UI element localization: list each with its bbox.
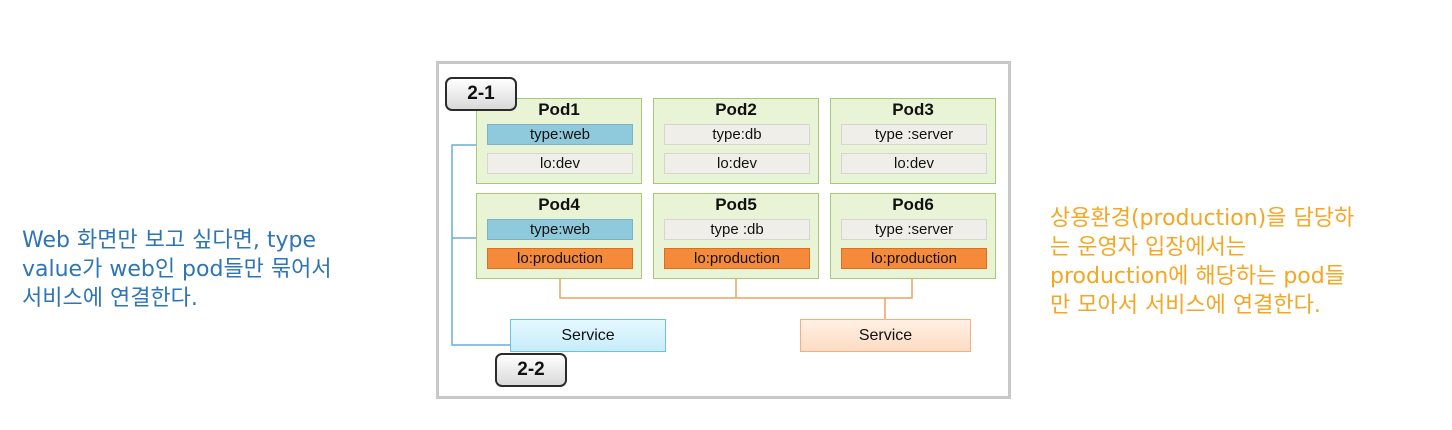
pod-title: Pod1 bbox=[538, 100, 580, 119]
label-lo: lo:dev bbox=[487, 153, 633, 174]
pod-title: Pod4 bbox=[538, 195, 580, 214]
label-type: type :server bbox=[841, 124, 987, 145]
production-service-box: Service bbox=[800, 319, 971, 352]
pod-title: Pod2 bbox=[715, 100, 757, 119]
pod-title: Pod3 bbox=[892, 100, 934, 119]
web-service-box: Service bbox=[510, 319, 666, 352]
label-lo: lo:production bbox=[664, 248, 810, 269]
right-caption: 상용환경(production)을 담당하 는 운영자 입장에서는 produc… bbox=[1050, 206, 1355, 318]
pod-title: Pod5 bbox=[715, 195, 757, 214]
label-type: type:web bbox=[487, 124, 633, 145]
label-lo: lo:production bbox=[841, 248, 987, 269]
label-type: type :server bbox=[841, 219, 987, 240]
label-type: type:db bbox=[664, 124, 810, 145]
label-lo: lo:dev bbox=[664, 153, 810, 174]
pod-title: Pod6 bbox=[892, 195, 934, 214]
pod-3: Pod3 type :server lo:dev bbox=[830, 98, 996, 184]
pod-1: Pod1 type:web lo:dev bbox=[476, 98, 642, 184]
label-lo: lo:production bbox=[487, 248, 633, 269]
pod-4: Pod4 type:web lo:production bbox=[476, 193, 642, 279]
pod-2: Pod2 type:db lo:dev bbox=[653, 98, 819, 184]
pod-5: Pod5 type :db lo:production bbox=[653, 193, 819, 279]
label-type: type:web bbox=[487, 219, 633, 240]
label-type: type :db bbox=[664, 219, 810, 240]
step-tag-2-1: 2-1 bbox=[445, 77, 517, 111]
step-tag-2-2: 2-2 bbox=[495, 353, 567, 387]
left-caption: Web 화면만 보고 싶다면, type value가 web인 pod들만 묶… bbox=[22, 228, 332, 311]
pod-6: Pod6 type :server lo:production bbox=[830, 193, 996, 279]
label-lo: lo:dev bbox=[841, 153, 987, 174]
